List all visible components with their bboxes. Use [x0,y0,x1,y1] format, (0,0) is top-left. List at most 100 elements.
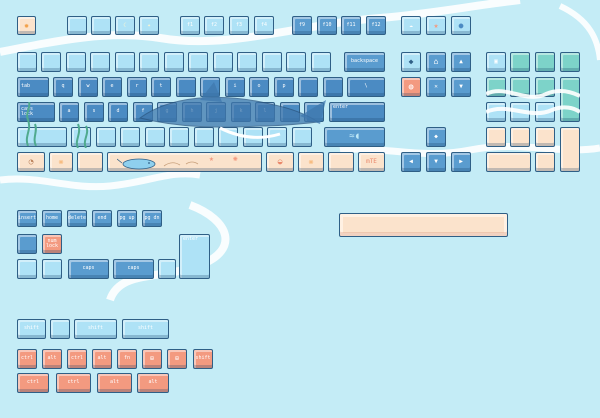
left-bracket-key[interactable] [298,77,318,97]
numpad-8-key[interactable] [510,77,530,97]
num-0-key[interactable] [262,52,282,72]
nav-shell-key[interactable]: ◍ [401,77,421,97]
y-key[interactable] [176,77,196,97]
extra-enter-key[interactable]: enter [179,234,210,279]
numpad-2-key[interactable] [510,127,530,147]
caps-lock-key[interactable]: caps lock [17,102,55,122]
f7-key[interactable]: f3 [229,16,249,35]
s-key[interactable]: s [84,102,104,122]
g-key[interactable]: g [157,102,177,122]
numpad-4-key[interactable] [486,102,506,122]
numpad-plus-key[interactable] [560,77,580,122]
mod-ctrl-3-key[interactable]: ctrl [17,373,49,393]
arrow-right-key[interactable]: ▶ [451,152,471,172]
insert-key[interactable]: insert [17,210,37,227]
numpad-divide-key[interactable] [510,52,530,72]
right-shift-key[interactable]: ≈◖ [324,127,385,147]
num-9-key[interactable] [237,52,257,72]
nav-up-key[interactable]: ▲ [451,52,471,72]
n-key[interactable] [194,127,214,147]
escape-key[interactable]: ✹ [17,16,36,35]
t-key[interactable]: t [151,77,171,97]
quote-key[interactable] [304,102,324,122]
nav-down-key[interactable]: ▼ [451,77,471,97]
b-key[interactable] [169,127,189,147]
r-key[interactable]: r [127,77,147,97]
f9-key[interactable]: f9 [292,16,312,35]
l-key[interactable]: l [255,102,275,122]
w-key[interactable]: w [78,77,98,97]
extra-caps-small-key[interactable] [42,259,62,279]
numpad-minus-key[interactable] [560,52,580,72]
equals-key[interactable] [311,52,331,72]
extra-shift-3-key[interactable]: shift [122,319,169,339]
mod-ctrl-1-key[interactable]: ctrl [17,349,37,369]
numpad-0-key[interactable] [486,152,531,172]
slash-key[interactable] [292,127,312,147]
extra-caps-b-key[interactable]: caps [113,259,154,279]
page-up-key[interactable]: pg up [117,210,137,227]
num-5-key[interactable] [139,52,159,72]
num-1-key[interactable] [41,52,61,72]
backslash-key[interactable]: \ [347,77,385,97]
f3-key[interactable]: ☾ [115,16,135,35]
c-key[interactable] [120,127,140,147]
grave-key[interactable] [17,52,37,72]
delete-key[interactable]: delete [67,210,87,227]
right-win-key[interactable]: ❋ [298,152,324,172]
extra-numlock-key[interactable]: num lock [42,234,62,254]
end-key[interactable]: end [92,210,112,227]
num-4-key[interactable] [115,52,135,72]
v-key[interactable] [145,127,165,147]
mod-alt-4-key[interactable]: alt [137,373,169,393]
spacebar-key[interactable] [107,152,262,172]
mod-ctrl-4-key[interactable]: ctrl [56,373,91,393]
right-ctrl-key[interactable]: mTE [358,152,385,172]
arrow-left-key[interactable]: ◀ [401,152,421,172]
left-ctrl-key[interactable]: ◔ [17,152,45,172]
f12-key[interactable]: f12 [366,16,386,35]
numpad-period-key[interactable] [535,152,555,172]
p-key[interactable]: p [274,77,294,97]
num-2-key[interactable] [66,52,86,72]
long-spacebar-key[interactable] [339,213,508,237]
extra-left-key[interactable] [17,234,37,254]
f10-key[interactable]: f10 [317,16,337,35]
f5-key[interactable]: f1 [180,16,200,35]
tab-key[interactable]: tab [17,77,49,97]
f-key[interactable]: f [133,102,153,122]
right-bracket-key[interactable] [323,77,343,97]
f2-key[interactable] [91,16,111,35]
numpad-enter-key[interactable] [560,127,580,172]
home-key[interactable]: home [42,210,62,227]
mod-shift-key[interactable]: shift [193,349,213,369]
i-key[interactable]: i [225,77,245,97]
backspace-key[interactable]: backspace [344,52,385,72]
extra-blank-key[interactable] [50,319,70,339]
f8-key[interactable]: f4 [254,16,274,35]
nav-close-key[interactable]: ✕ [426,77,446,97]
d-key[interactable]: d [108,102,128,122]
extra-shift-2-key[interactable]: shift [74,319,117,339]
nav-fish-key[interactable]: ◆ [401,52,421,72]
f4-key[interactable]: ✦ [139,16,159,35]
u-key[interactable] [200,77,220,97]
num-7-key[interactable] [188,52,208,72]
print-screen-key[interactable]: ☁ [401,16,421,35]
mod-win-1-key[interactable]: ⊞ [142,349,162,369]
mod-ctrl-2-key[interactable]: ctrl [67,349,87,369]
f6-key[interactable]: f2 [204,16,224,35]
numpad-7-key[interactable] [486,77,506,97]
a-key[interactable]: a [59,102,79,122]
mod-alt-1-key[interactable]: alt [42,349,62,369]
numpad-1-key[interactable] [486,127,506,147]
period-key[interactable] [267,127,287,147]
numpad-3-key[interactable] [535,127,555,147]
mod-win-2-key[interactable]: ⊞ [167,349,187,369]
mod-alt-3-key[interactable]: alt [97,373,132,393]
comma-key[interactable] [243,127,263,147]
z-key[interactable] [71,127,91,147]
num-3-key[interactable] [90,52,110,72]
nav-home-key[interactable]: ⌂ [426,52,446,72]
num-8-key[interactable] [213,52,233,72]
